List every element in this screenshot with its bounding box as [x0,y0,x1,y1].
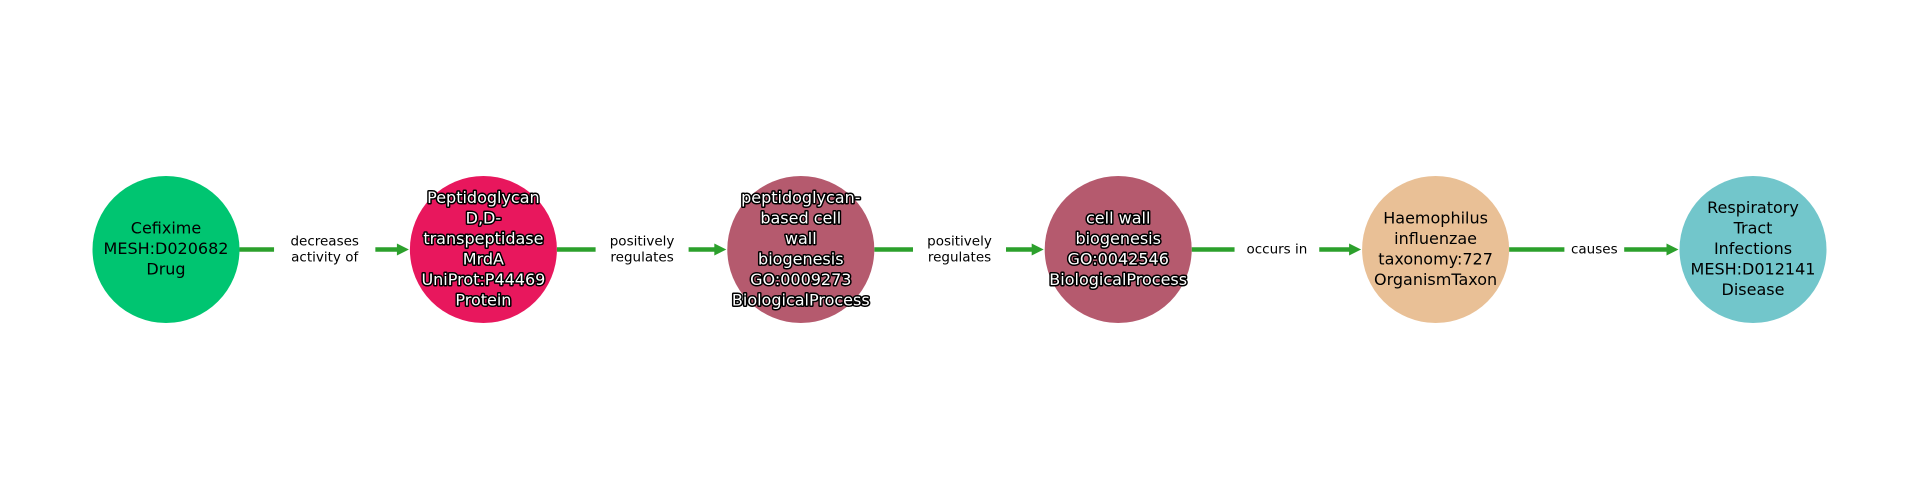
arrowhead-icon [714,243,727,256]
arrowhead-icon [1031,243,1044,256]
node-circle[interactable] [1044,176,1192,323]
node-label: UniProt:P44469 [421,270,545,289]
node-label: transpeptidase [423,229,543,248]
node-cell-wall-biogenesis[interactable]: cell wall biogenesisGO:0042546BiologicalP… [1044,176,1192,323]
edge-label: occurs in [1246,242,1307,258]
node-label: Tract [1733,219,1773,238]
node-circle[interactable] [409,176,557,323]
node-label: Haemophilus [1383,208,1488,227]
edge-label: positively [610,234,675,250]
node-label: MESH:D020682 [104,239,229,258]
node-label: taxonomy:727 [1378,249,1493,268]
node-label: Disease [1722,280,1785,299]
edge-label: activity of [291,250,359,266]
node-label: biogenesis [1075,229,1161,248]
node-label: GO:0042546 [1068,249,1169,268]
node-label: GO:0009273 [750,270,851,289]
node-label: OrganismTaxon [1374,270,1497,289]
node-circle[interactable] [727,176,875,323]
arrowhead-icon [396,243,409,256]
node-label: Cefixime [131,219,201,238]
node-label: Drug [146,260,185,279]
node-label: Protein [455,290,511,309]
node-circle[interactable] [1362,176,1510,323]
edge-label-background [274,230,376,269]
node-label: Peptidoglycan [427,188,540,207]
node-h-influenzae[interactable]: Haemophilus influenzaetaxonomy:727Organis… [1362,176,1510,323]
node-label: MrdA [463,249,504,268]
node-label: cell wall [1086,208,1150,227]
node-label: D,D- [466,208,502,227]
node-respiratory-tract-infections[interactable]: RespiratoryTractInfectionsMESH:D012141Di… [1679,176,1827,323]
arrowhead-icon [1349,243,1362,256]
node-label: Infections [1714,239,1792,258]
edge-h-influenzae-to-respiratory-tract-infections: causes [1509,238,1679,261]
edge-label-background [1234,238,1320,261]
edge-label: causes [1571,242,1618,258]
node-label: wall [785,229,817,248]
node-circle[interactable] [92,176,240,323]
edge-label: decreases [290,234,359,250]
node-label: Respiratory [1707,198,1799,217]
edge-label: regulates [928,250,991,266]
node-label: BiologicalProcess [732,290,870,309]
node-label: influenzae [1394,229,1477,248]
edge-label: positively [927,234,992,250]
node-label: biogenesis [758,249,844,268]
edge-label-background [913,230,1006,269]
edge-cell-wall-biogenesis-to-h-influenzae: occurs in [1191,238,1362,261]
node-label: BiologicalProcess [1049,270,1187,289]
edge-label-background [1564,238,1625,261]
node-circle[interactable] [1679,176,1827,323]
edge-label: regulates [610,250,673,266]
node-label: MESH:D012141 [1691,260,1816,279]
edge-label-background [595,230,689,269]
node-pg-cell-wall-biogenesis[interactable]: peptidoglycan-based cell wallbiogenesisGO… [727,176,875,323]
node-label: peptidoglycan- [741,188,860,207]
arrowhead-icon [1666,243,1679,256]
node-label: based cell [760,208,841,227]
